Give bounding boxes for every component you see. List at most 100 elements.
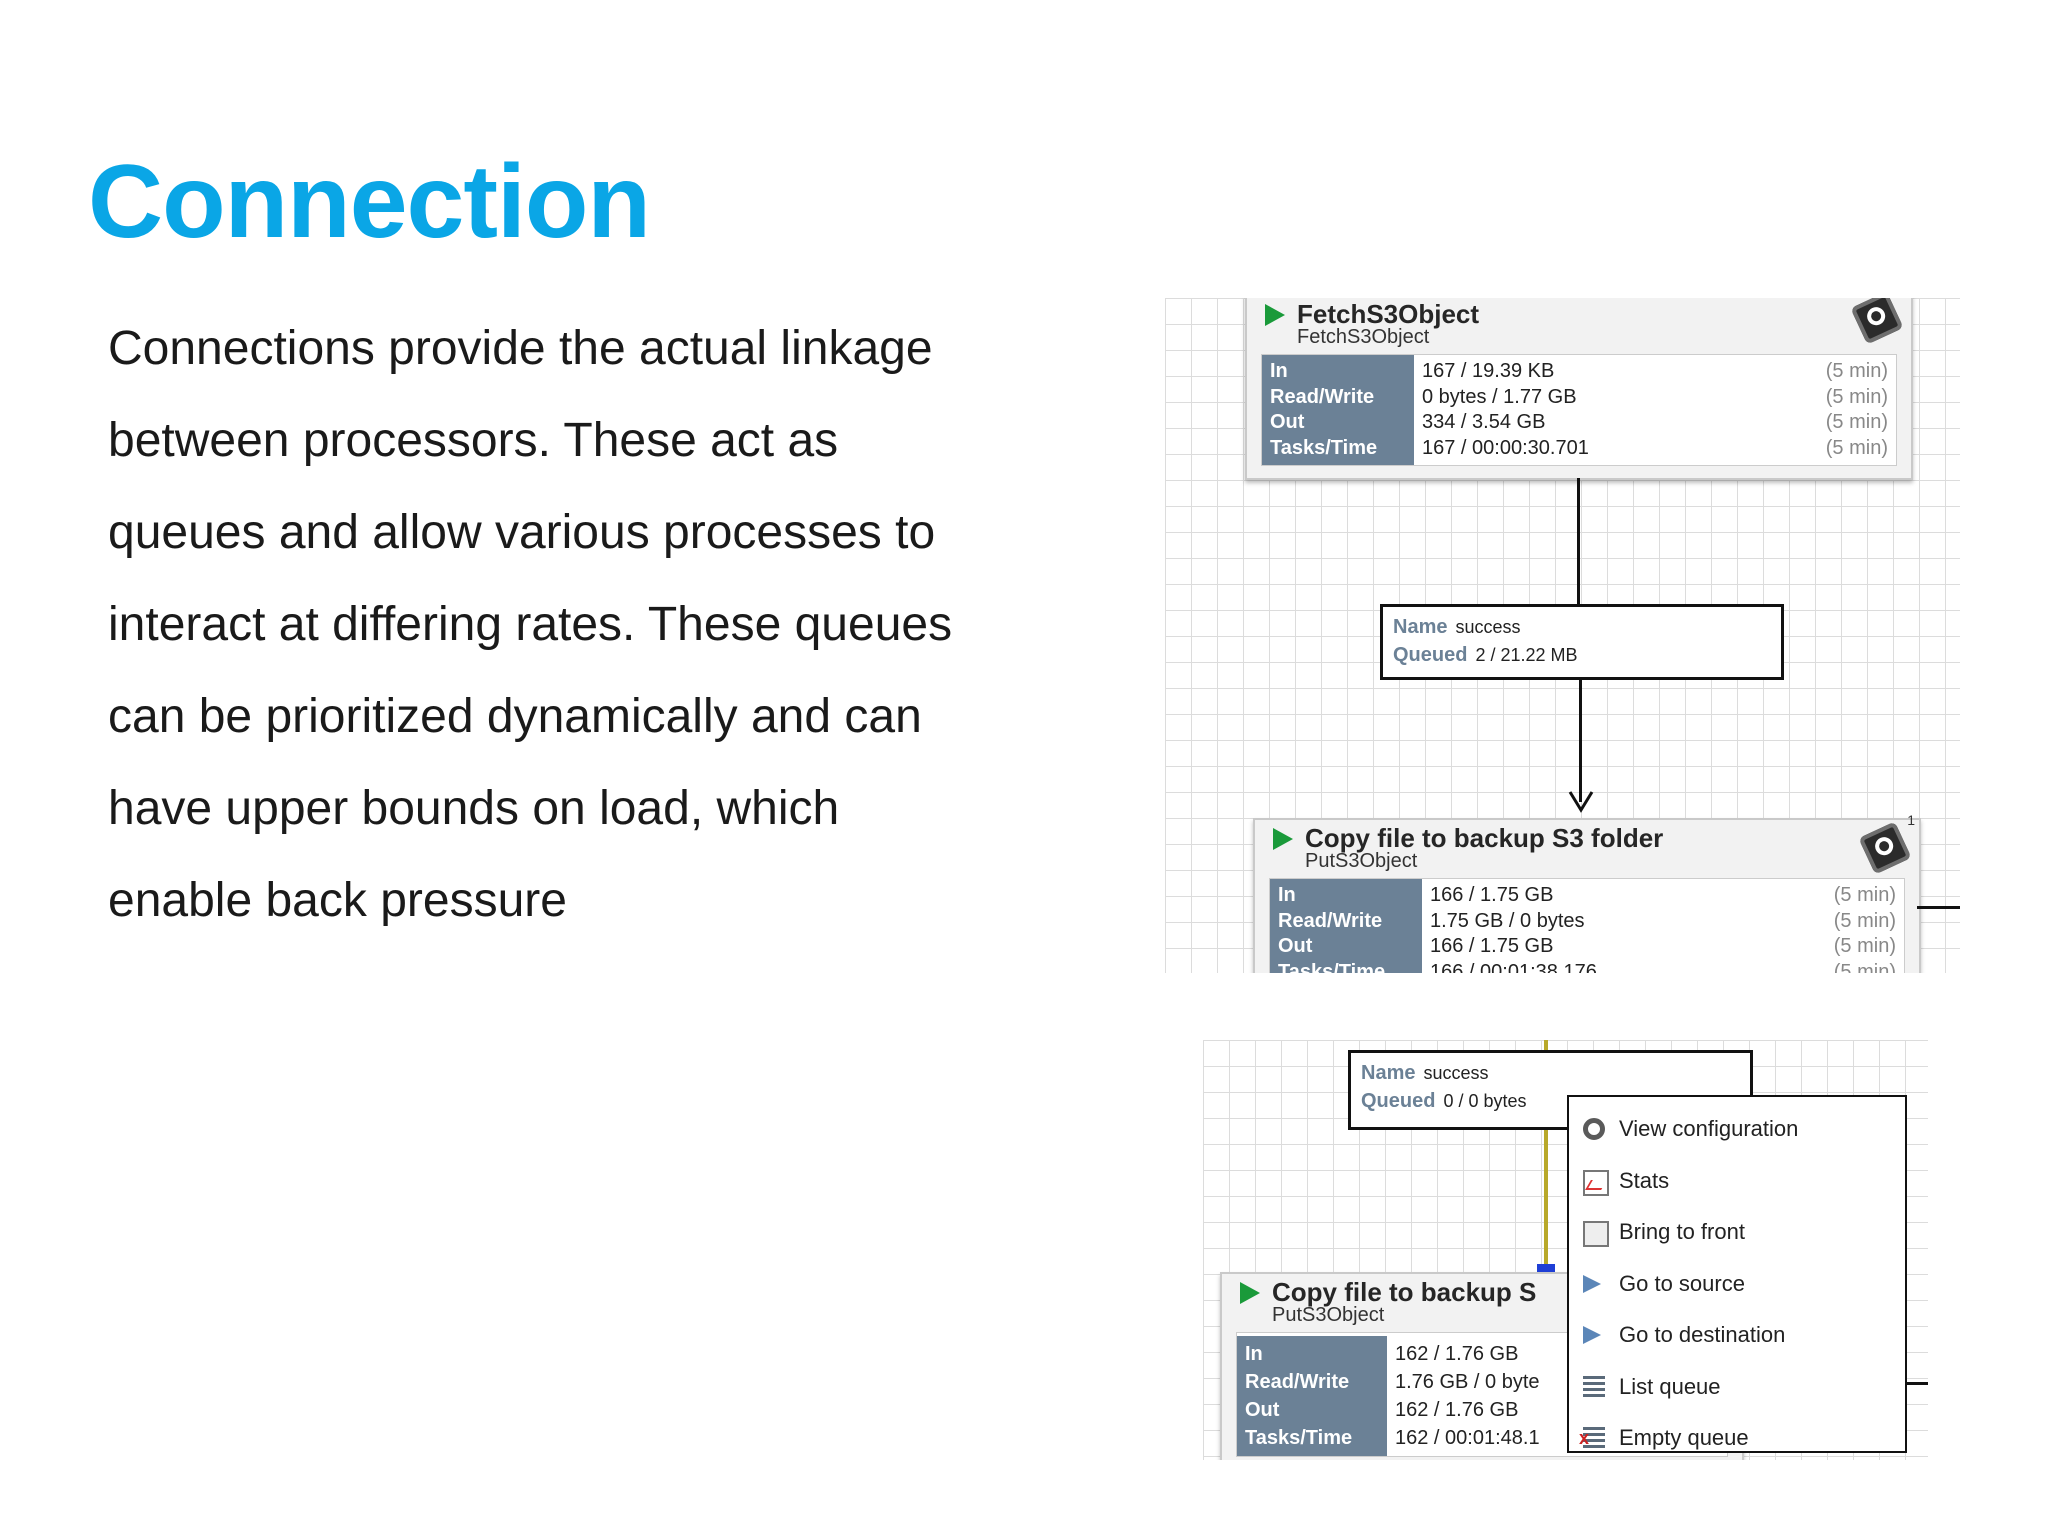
empty-queue-icon: [1579, 1427, 1605, 1449]
connection-line-selected[interactable]: [1544, 1130, 1548, 1300]
stat-value-in: 162 / 1.76 GB: [1395, 1343, 1519, 1365]
processor-type: PutS3Object: [1305, 850, 1418, 872]
stat-label-in: In: [1278, 884, 1296, 906]
stat-period: (5 min): [1825, 436, 1888, 459]
connection-line-selected[interactable]: [1544, 1040, 1548, 1052]
aws-processor-icon: [1858, 821, 1912, 875]
processor-header: Copy file to backup S PutS3Object: [1222, 1274, 1742, 1332]
stats-values: 162 / 1.76 GB 1.76 GB / 0 byte 162 / 1.7…: [1387, 1336, 1727, 1456]
processor-name: Copy file to backup S: [1272, 1277, 1537, 1307]
menu-item-stats[interactable]: Stats: [1569, 1155, 1905, 1207]
stat-period: (5 min): [1833, 884, 1896, 906]
stats-periods: (5 min) (5 min) (5 min) (5 min): [1806, 355, 1896, 465]
stat-value-in: 166 / 1.75 GB: [1430, 884, 1554, 906]
stat-label-out: Out: [1270, 411, 1305, 433]
stat-value-out: 334 / 3.54 GB: [1422, 411, 1546, 433]
processor-fetchs3object[interactable]: FetchS3Object FetchS3Object In Read/Writ…: [1245, 298, 1913, 480]
stat-label-in: In: [1270, 360, 1288, 382]
body-line: can be prioritized dynamically and can: [108, 690, 922, 743]
connection-queued-label: Queued: [1361, 1090, 1436, 1112]
menu-item-label: Stats: [1619, 1167, 1670, 1193]
body-line: have upper bounds on load, which: [108, 782, 840, 835]
body-line: enable back pressure: [108, 874, 567, 927]
stat-value-tasks-time: 162 / 00:01:48.1: [1395, 1427, 1540, 1449]
stat-period: (5 min): [1825, 411, 1888, 433]
menu-item-label: List queue: [1619, 1373, 1721, 1399]
aws-processor-icon: [1850, 298, 1904, 345]
stat-period: (5 min): [1833, 935, 1896, 957]
gear-icon: [1583, 1118, 1605, 1140]
connection-line[interactable]: [1579, 680, 1582, 802]
stats-periods: (5 min) (5 min) (5 min) (5 min): [1814, 879, 1904, 973]
stat-label-out: Out: [1278, 935, 1313, 957]
menu-item-go-to-source[interactable]: Go to source: [1569, 1258, 1905, 1310]
body-line: queues and allow various processes to: [108, 506, 936, 559]
processor-name: Copy file to backup S3 folder: [1305, 823, 1664, 853]
connection-arrowhead-icon: [1568, 791, 1594, 813]
connection-name-row: Name success: [1393, 613, 1771, 641]
connection-name-label: Name: [1361, 1062, 1416, 1084]
body-line: interact at differing rates. These queue…: [108, 598, 953, 651]
arrow-right-icon: [1583, 1326, 1601, 1344]
stat-label-out: Out: [1245, 1399, 1280, 1421]
stat-period: (5 min): [1833, 909, 1896, 932]
menu-item-label: Go to destination: [1619, 1322, 1786, 1347]
stat-period: (5 min): [1825, 385, 1888, 408]
stat-value-read-write: 0 bytes / 1.77 GB: [1422, 385, 1577, 408]
connection-name-value: success: [1455, 617, 1521, 637]
connection-line[interactable]: [1577, 478, 1580, 604]
outgoing-connection-line[interactable]: [1907, 1382, 1928, 1385]
stat-period: (5 min): [1825, 360, 1888, 382]
stat-value-out: 162 / 1.76 GB: [1395, 1399, 1519, 1421]
stat-label-read-write: Read/Write: [1278, 909, 1383, 932]
processor-stats: In Read/Write Out Tasks/Time 167 / 19.39…: [1261, 354, 1897, 466]
connection-queued-value: 2 / 21.22 MB: [1475, 645, 1578, 665]
stats-values: 166 / 1.75 GB 1.75 GB / 0 bytes 166 / 1.…: [1422, 879, 1814, 973]
connection-queued-row: Queued 0 / 0 bytes: [1361, 1087, 1740, 1115]
stats-icon: [1583, 1169, 1609, 1196]
connection-queued-value: 0 / 0 bytes: [1443, 1091, 1527, 1111]
menu-item-list-queue[interactable]: List queue: [1569, 1361, 1905, 1413]
processor-stats: In Read/Write Out Tasks/Time 166 / 1.75 …: [1269, 878, 1905, 973]
list-queue-icon: [1583, 1375, 1605, 1398]
connection-queued-label: Queued: [1393, 644, 1468, 666]
running-play-icon: [1240, 1282, 1260, 1304]
stat-value-tasks-time: 167 / 00:00:30.701: [1422, 436, 1589, 459]
processor-header: FetchS3Object FetchS3Object: [1247, 298, 1911, 354]
menu-item-bring-to-front[interactable]: Bring to front: [1569, 1206, 1905, 1258]
processor-type: PutS3Object: [1272, 1304, 1385, 1326]
processor-header: Copy file to backup S3 folder PutS3Objec…: [1255, 812, 1919, 878]
connection-name-label: Name: [1393, 616, 1448, 638]
stat-period: (5 min): [1833, 960, 1896, 974]
stat-value-read-write: 1.76 GB / 0 byte: [1395, 1371, 1540, 1393]
processor-copy-to-backup[interactable]: Copy file to backup S3 folder PutS3Objec…: [1253, 812, 1921, 973]
menu-item-label: Go to source: [1619, 1270, 1745, 1296]
processor-type: FetchS3Object: [1297, 326, 1430, 348]
connection-queued-row: Queued 2 / 21.22 MB: [1393, 641, 1771, 669]
processor-name: FetchS3Object: [1297, 299, 1480, 329]
menu-item-label: View configuration: [1619, 1116, 1799, 1141]
stat-value-out: 166 / 1.75 GB: [1430, 935, 1554, 957]
bring-to-front-icon: [1583, 1221, 1609, 1247]
menu-item-empty-queue[interactable]: Empty queue: [1569, 1412, 1905, 1464]
connection-label-box[interactable]: Name success Queued 2 / 21.22 MB: [1380, 604, 1784, 680]
body-line: between processors. These act as: [108, 414, 839, 467]
menu-item-label: Empty queue: [1619, 1425, 1749, 1450]
stats-labels: In Read/Write Out Tasks/Time: [1270, 879, 1422, 973]
stat-label-tasks-time: Tasks/Time: [1270, 436, 1378, 459]
stat-value-in: 167 / 19.39 KB: [1422, 360, 1555, 382]
running-play-icon: [1273, 828, 1293, 850]
slide-title: Connection: [88, 144, 651, 260]
stats-labels: In Read/Write Out Tasks/Time: [1237, 1336, 1387, 1456]
menu-item-view-configuration[interactable]: View configuration: [1569, 1103, 1905, 1155]
stat-label-tasks-time: Tasks/Time: [1278, 960, 1386, 974]
stats-labels: In Read/Write Out Tasks/Time: [1262, 355, 1414, 465]
body-line: Connections provide the actual linkage: [108, 322, 933, 375]
slide-body: Connections provide the actual linkage b…: [108, 303, 1058, 947]
outgoing-connection-line[interactable]: [1917, 906, 1960, 909]
menu-item-go-to-destination[interactable]: Go to destination: [1569, 1309, 1905, 1361]
stat-value-read-write: 1.75 GB / 0 bytes: [1430, 909, 1585, 932]
stat-label-tasks-time: Tasks/Time: [1245, 1427, 1353, 1449]
